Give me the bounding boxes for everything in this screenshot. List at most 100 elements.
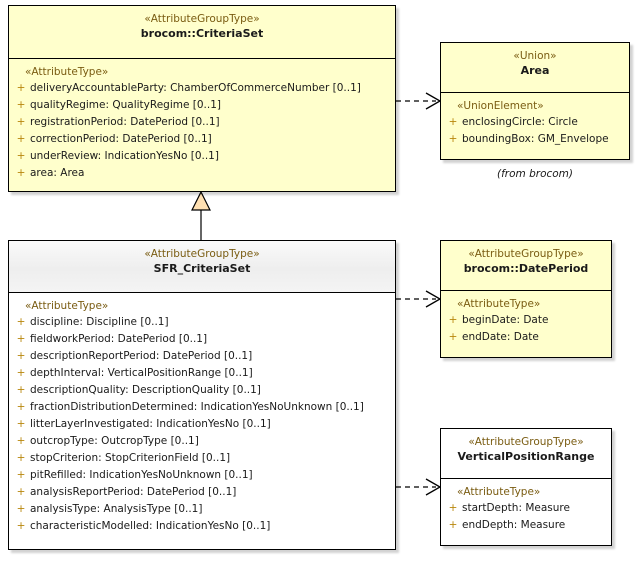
attribute-row: + boundingBox: GM_Envelope: [444, 131, 626, 148]
visibility-marker: +: [16, 401, 26, 413]
attribute-text: characteristicModelled: IndicationYesNo …: [30, 520, 271, 532]
attribute-text: deliveryAccountableParty: ChamberOfComme…: [30, 82, 361, 94]
attribute-row: + analysisReportPeriod: DatePeriod [0..1…: [12, 484, 392, 501]
visibility-marker: +: [448, 519, 458, 531]
visibility-marker: +: [16, 82, 26, 94]
class-stereotype: «AttributeGroupType»: [468, 436, 584, 448]
attribute-row: + discipline: Discipline [0..1]: [12, 314, 392, 331]
attribute-row: + litterLayerInvestigated: IndicationYes…: [12, 416, 392, 433]
dependency-criteriaset-to-area: [396, 92, 442, 110]
visibility-marker: +: [16, 116, 26, 128]
visibility-marker: +: [16, 435, 26, 447]
visibility-marker: +: [448, 116, 458, 128]
attribute-text: outcropType: OutcropType [0..1]: [30, 435, 199, 447]
class-stereotype: «AttributeGroupType»: [144, 248, 260, 260]
compartment-stereotype: «AttributeType»: [25, 66, 109, 78]
visibility-marker: +: [16, 150, 26, 162]
attribute-row: + outcropType: OutcropType [0..1]: [12, 433, 392, 450]
attribute-text: beginDate: Date: [462, 314, 549, 326]
visibility-marker: +: [448, 331, 458, 343]
attribute-text: pitRefilled: IndicationYesNoUnknown [0..…: [30, 469, 253, 481]
attribute-row: + analysisType: AnalysisType [0..1]: [12, 501, 392, 518]
from-package-label-area: (from brocom): [496, 168, 574, 180]
class-stereotype: «AttributeGroupType»: [468, 248, 584, 260]
class-box-area[interactable]: «Union» Area «UnionElement» + enclosingC…: [440, 42, 630, 160]
visibility-marker: +: [16, 350, 26, 362]
class-stereotype: «Union»: [513, 50, 557, 62]
class-body-brocom-dateperiod: «AttributeType» + beginDate: Date + endD…: [441, 291, 611, 357]
compartment-stereotype: «AttributeType»: [457, 298, 541, 310]
attribute-text: descriptionQuality: DescriptionQuality […: [30, 384, 261, 396]
visibility-marker: +: [16, 503, 26, 515]
dependency-sfr-to-verticalpositionrange: [396, 478, 442, 496]
visibility-marker: +: [16, 418, 26, 430]
class-header-sfr-criteriaset: «AttributeGroupType» SFR_CriteriaSet: [9, 241, 395, 293]
visibility-marker: +: [16, 367, 26, 379]
visibility-marker: +: [16, 99, 26, 111]
class-box-brocom-criteriaset[interactable]: «AttributeGroupType» brocom::CriteriaSet…: [8, 5, 396, 192]
visibility-marker: +: [448, 314, 458, 326]
compartment-stereotype: «AttributeType»: [457, 486, 541, 498]
visibility-marker: +: [448, 133, 458, 145]
attribute-text: analysisType: AnalysisType [0..1]: [30, 503, 203, 515]
class-header-area: «Union» Area: [441, 43, 629, 93]
attribute-row: + startDepth: Measure: [444, 500, 608, 517]
attribute-row: + fractionDistributionDetermined: Indica…: [12, 399, 392, 416]
attribute-row: + endDepth: Measure: [444, 517, 608, 534]
attribute-text: boundingBox: GM_Envelope: [462, 133, 609, 145]
attribute-text: analysisReportPeriod: DatePeriod [0..1]: [30, 486, 237, 498]
visibility-marker: +: [16, 520, 26, 532]
attribute-row: + endDate: Date: [444, 329, 608, 346]
attribute-row: + enclosingCircle: Circle: [444, 114, 626, 131]
attribute-text: depthInterval: VerticalPositionRange [0.…: [30, 367, 253, 379]
class-box-sfr-criteriaset[interactable]: «AttributeGroupType» SFR_CriteriaSet «At…: [8, 240, 396, 550]
compartment-stereotype: «UnionElement»: [457, 100, 544, 112]
attribute-row: + deliveryAccountableParty: ChamberOfCom…: [12, 80, 392, 97]
attribute-row: + depthInterval: VerticalPositionRange […: [12, 365, 392, 382]
class-box-verticalpositionrange[interactable]: «AttributeGroupType» VerticalPositionRan…: [440, 428, 612, 546]
visibility-marker: +: [16, 469, 26, 481]
attribute-row: + underReview: IndicationYesNo [0..1]: [12, 148, 392, 165]
visibility-marker: +: [16, 316, 26, 328]
generalization-sfr-to-criteriaset: [191, 190, 211, 240]
attribute-row: + characteristicModelled: IndicationYesN…: [12, 518, 392, 535]
attribute-text: enclosingCircle: Circle: [462, 116, 578, 128]
attribute-row: + pitRefilled: IndicationYesNoUnknown [0…: [12, 467, 392, 484]
attribute-row: + stopCriterion: StopCriterionField [0..…: [12, 450, 392, 467]
class-name: brocom::CriteriaSet: [140, 27, 264, 40]
attribute-text: descriptionReportPeriod: DatePeriod [0..…: [30, 350, 253, 362]
dependency-sfr-to-dateperiod: [396, 290, 442, 308]
attribute-text: endDepth: Measure: [462, 519, 566, 531]
attribute-row: + fieldworkPeriod: DatePeriod [0..1]: [12, 331, 392, 348]
visibility-marker: +: [16, 452, 26, 464]
class-body-verticalpositionrange: «AttributeType» + startDepth: Measure + …: [441, 479, 611, 545]
attribute-row: + beginDate: Date: [444, 312, 608, 329]
class-body-sfr-criteriaset: «AttributeType» + discipline: Discipline…: [9, 293, 395, 549]
attribute-text: endDate: Date: [462, 331, 539, 343]
attribute-text: stopCriterion: StopCriterionField [0..1]: [30, 452, 231, 464]
attribute-row: + correctionPeriod: DatePeriod [0..1]: [12, 131, 392, 148]
attribute-row: + area: Area: [12, 165, 392, 182]
attribute-text: fractionDistributionDetermined: Indicati…: [30, 401, 364, 413]
attribute-text: correctionPeriod: DatePeriod [0..1]: [30, 133, 212, 145]
attribute-row: + registrationPeriod: DatePeriod [0..1]: [12, 114, 392, 131]
class-name: brocom::DatePeriod: [463, 262, 589, 275]
attribute-row: + qualityRegime: QualityRegime [0..1]: [12, 97, 392, 114]
attribute-text: area: Area: [30, 167, 85, 179]
class-stereotype: «AttributeGroupType»: [144, 13, 260, 25]
class-header-brocom-criteriaset: «AttributeGroupType» brocom::CriteriaSet: [9, 6, 395, 59]
class-name: Area: [520, 64, 550, 77]
class-box-brocom-dateperiod[interactable]: «AttributeGroupType» brocom::DatePeriod …: [440, 240, 612, 358]
attribute-text: underReview: IndicationYesNo [0..1]: [30, 150, 219, 162]
class-name: VerticalPositionRange: [457, 450, 595, 463]
class-body-brocom-criteriaset: «AttributeType» + deliveryAccountablePar…: [9, 59, 395, 191]
attribute-text: startDepth: Measure: [462, 502, 570, 514]
attribute-row: + descriptionReportPeriod: DatePeriod [0…: [12, 348, 392, 365]
attribute-text: registrationPeriod: DatePeriod [0..1]: [30, 116, 220, 128]
visibility-marker: +: [16, 384, 26, 396]
attribute-text: fieldworkPeriod: DatePeriod [0..1]: [30, 333, 208, 345]
visibility-marker: +: [16, 167, 26, 179]
visibility-marker: +: [16, 486, 26, 498]
visibility-marker: +: [16, 133, 26, 145]
